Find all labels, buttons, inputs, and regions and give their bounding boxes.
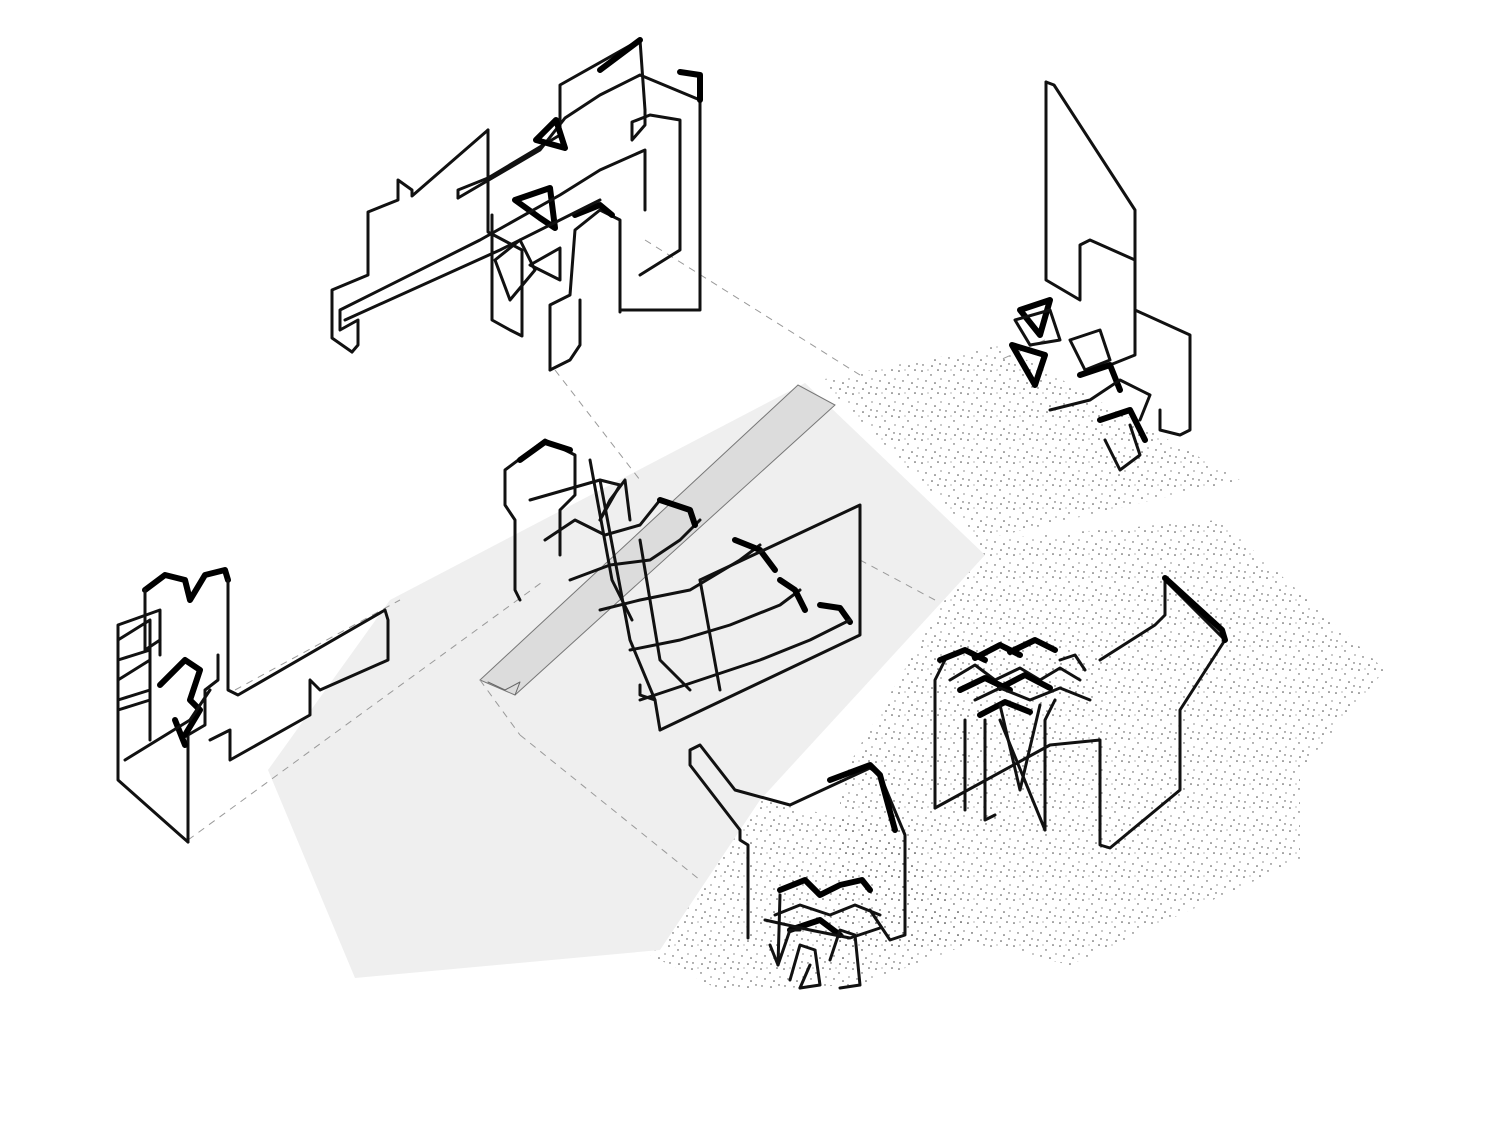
stipple-field-upper [820,345,1240,540]
stipple-field-right [840,520,1385,965]
wire-figure-top [330,37,703,372]
projection-lines [187,239,1046,881]
section-beam [479,384,836,736]
wire-figure-top-right [1009,80,1192,472]
wire-figure-right [933,575,1228,850]
wire-figure-center [503,438,862,732]
wire-figure-bottom [688,743,907,990]
wire-figure-left [116,567,390,844]
